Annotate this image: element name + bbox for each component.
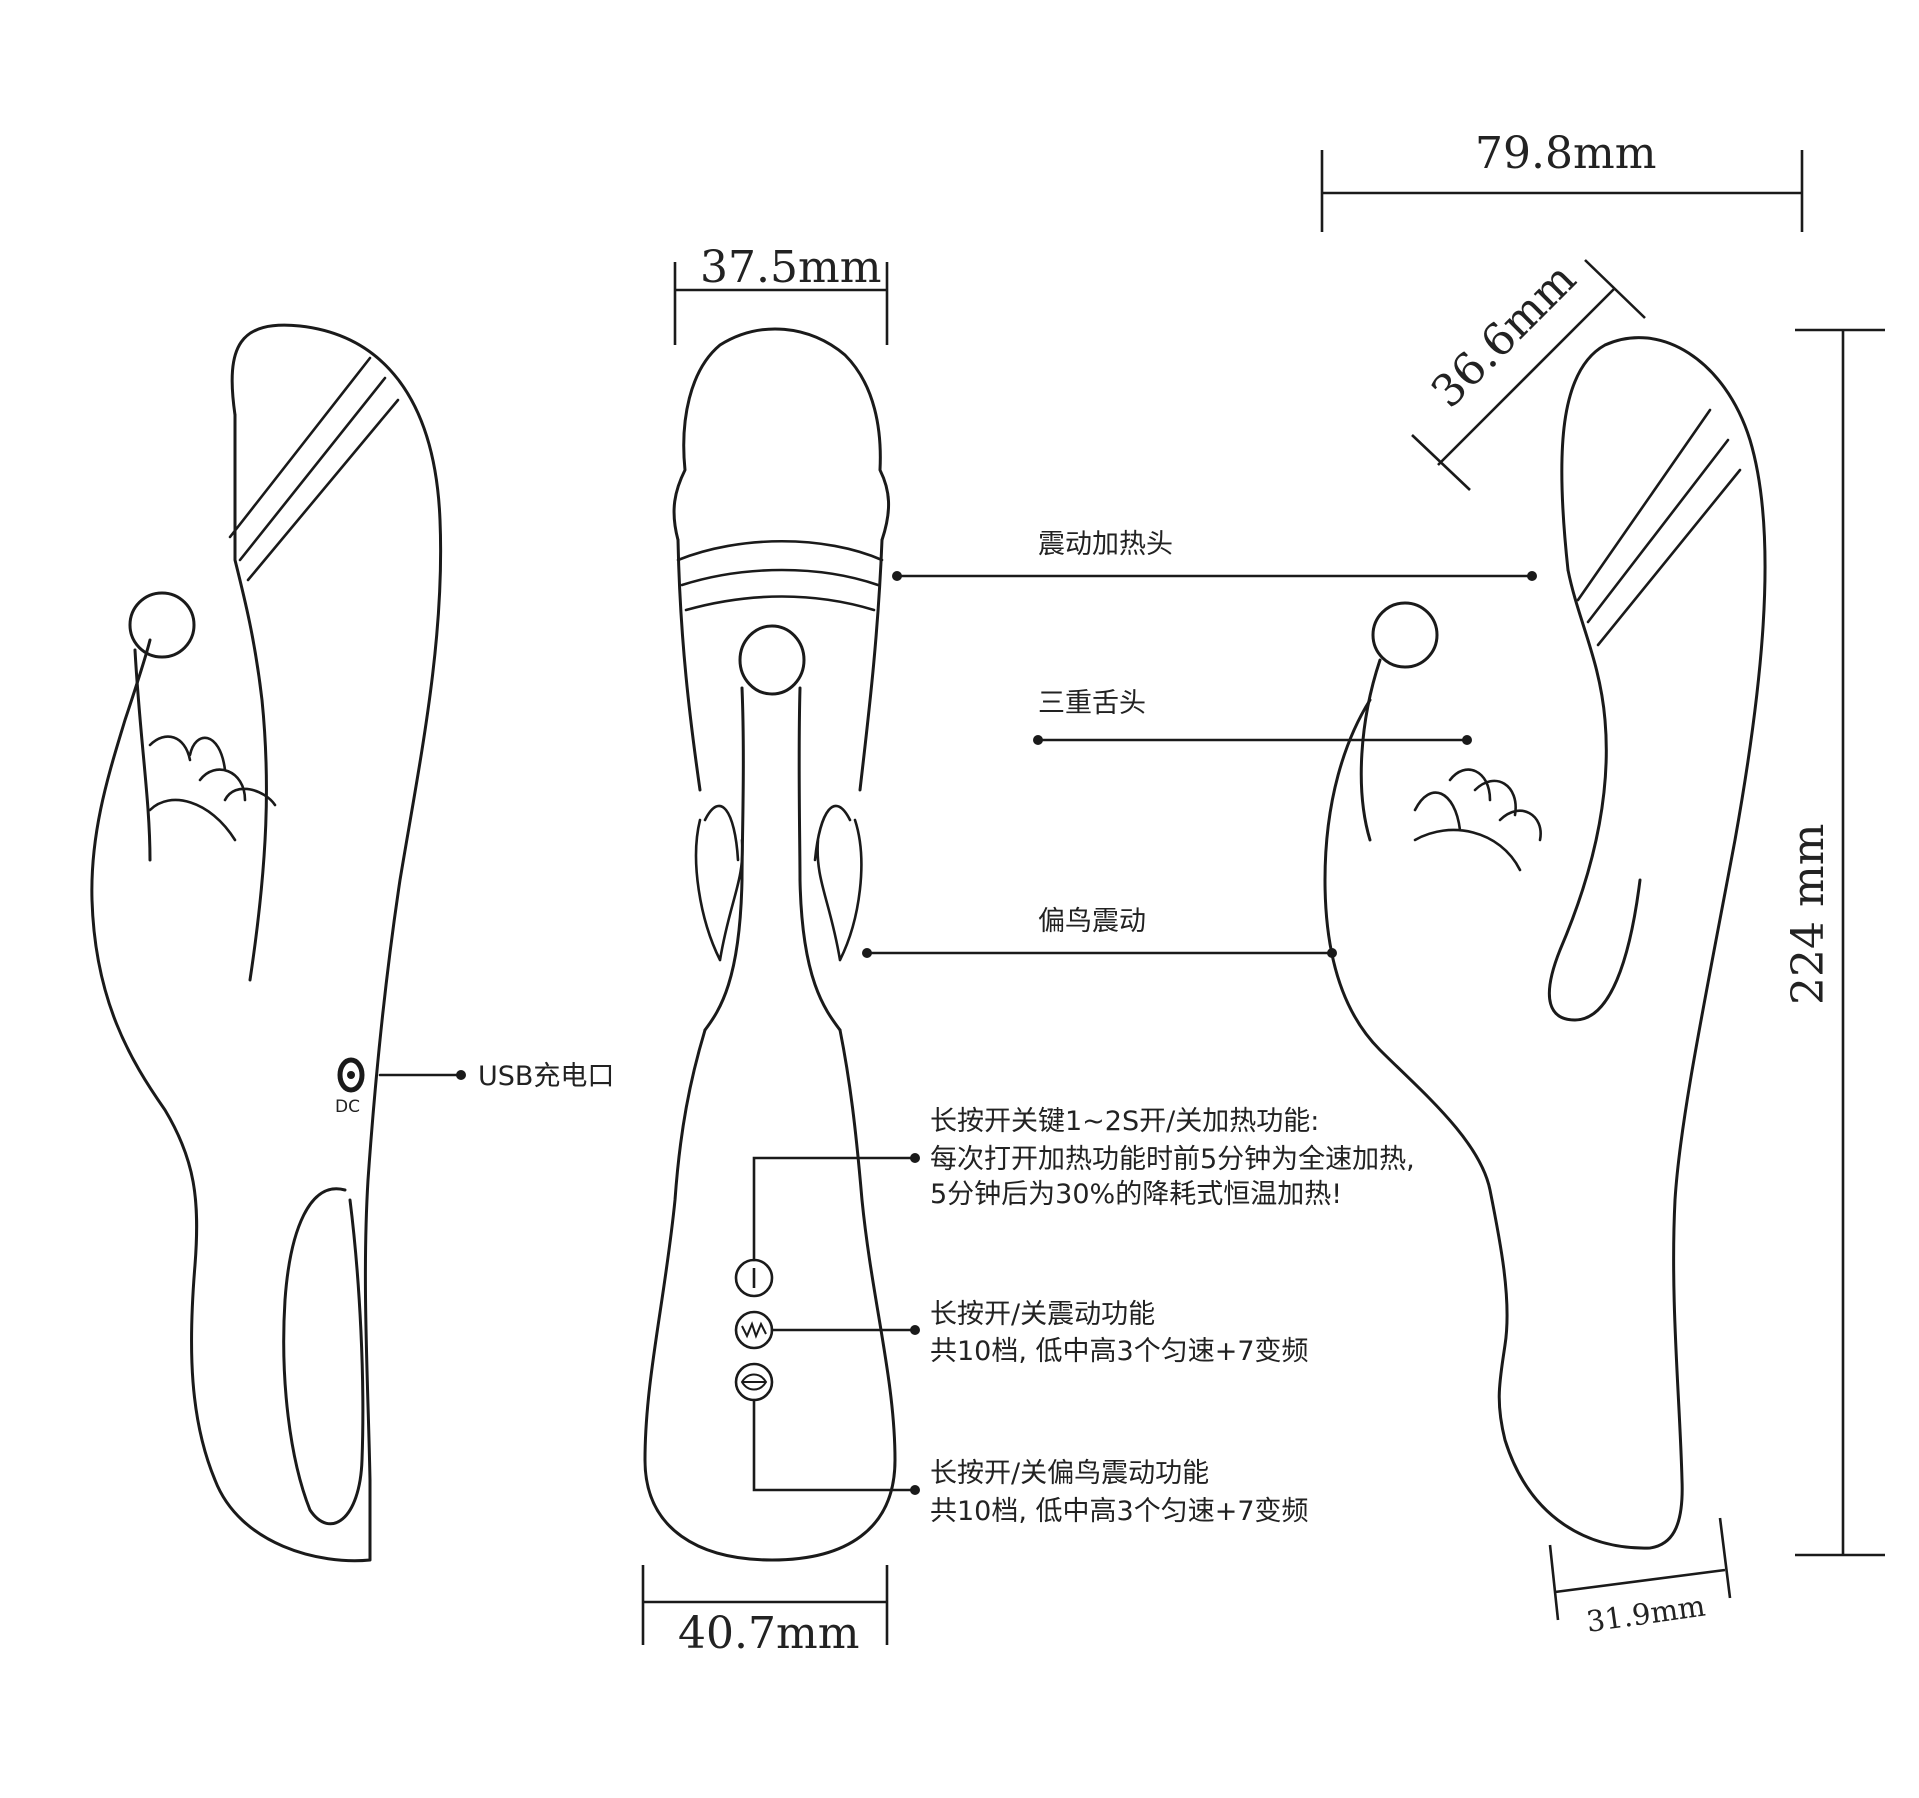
left-view: DC USB充电口 [90, 323, 614, 1563]
vibration-leader-dot [910, 1325, 920, 1335]
vibration-function-title: 长按开/关震动功能 [930, 1299, 1155, 1330]
bird-leader-dot [910, 1485, 920, 1495]
feature-callouts: 震动加热头 三重舌头 偏鸟震动 [862, 529, 1537, 958]
head-diagonal-label: 36.6mm [1422, 253, 1586, 417]
middle-leaves-left [694, 804, 744, 962]
bird-vibration-button[interactable] [734, 1362, 774, 1402]
bird-function-line1: 共10档, 低中高3个匀速+7变频 [930, 1496, 1309, 1527]
right-base-label: 31.9mm [1584, 1589, 1707, 1639]
middle-bird-head [738, 624, 806, 696]
bird-leader-line [752, 1398, 914, 1492]
right-bird-head [1371, 601, 1439, 669]
middle-shaft-left [676, 538, 702, 792]
usb-port-label: USB充电口 [478, 1061, 614, 1092]
right-bird-arm [1359, 658, 1382, 842]
middle-ring-3 [684, 595, 876, 612]
left-head-ring-1 [228, 356, 372, 539]
usb-leader-dot [456, 1070, 466, 1080]
function-descriptions: 长按开关键1~2S开/关加热功能: 每次打开加热功能时前5分钟为全速加热, 5分… [930, 1106, 1415, 1527]
right-head-ring-1 [1576, 408, 1712, 602]
bird-leader-dot-left [862, 948, 872, 958]
left-handle-loop [282, 1187, 365, 1526]
left-bird-arm [133, 648, 152, 862]
middle-shaft-right [858, 538, 884, 792]
power-function-title: 长按开关键1~2S开/关加热功能: [930, 1106, 1319, 1137]
dc-label: DC [335, 1097, 360, 1117]
right-head-ring-3 [1596, 468, 1742, 647]
right-base-dim-tick-1 [1548, 1544, 1560, 1621]
left-leaves [148, 735, 277, 842]
triple-tongue-label: 三重舌头 [1038, 688, 1146, 719]
middle-head-outline [672, 327, 891, 542]
bird-vibration-label: 偏鸟震动 [1038, 906, 1146, 937]
right-neck [1547, 568, 1642, 1022]
heating-leader-dot-right [1527, 571, 1537, 581]
tongue-leader-dot-right [1462, 735, 1472, 745]
heating-leader-dot-left [892, 571, 902, 581]
bird-function-title: 长按开/关偏鸟震动功能 [930, 1458, 1209, 1489]
power-leader-dot [910, 1153, 920, 1163]
right-view: 79.8mm 36.6mm 224 mm 31.9mm [1320, 128, 1885, 1639]
middle-leaves-right [813, 804, 863, 962]
power-leader-line [752, 1156, 914, 1262]
right-head-ring-2 [1586, 438, 1730, 624]
middle-view: 37.5mm 40.7mm [641, 242, 920, 1659]
power-function-line1: 每次打开加热功能时前5分钟为全速加热, [930, 1144, 1415, 1175]
head-diag-dim-tick-2 [1584, 259, 1646, 319]
head-diag-dim-tick-1 [1411, 434, 1471, 491]
left-head-ring-3 [246, 398, 400, 582]
right-base-dim-tick-2 [1718, 1517, 1732, 1599]
vibration-function-line1: 共10档, 低中高3个匀速+7变频 [930, 1336, 1309, 1367]
right-body-outline [1323, 336, 1767, 1550]
middle-bird-neck [703, 686, 842, 1032]
height-label: 224 mm [1783, 824, 1834, 1005]
middle-handle-outline [643, 1028, 897, 1562]
heating-head-label: 震动加热头 [1038, 529, 1173, 560]
left-bird-head [128, 591, 196, 659]
vibration-button[interactable] [734, 1310, 774, 1350]
left-neck [233, 413, 268, 982]
right-leaves [1413, 768, 1542, 872]
base-width-label: 40.7mm [678, 1608, 859, 1659]
right-base-dim-line [1554, 1568, 1726, 1594]
left-body-outline [90, 323, 443, 1563]
head-width-label: 37.5mm [700, 242, 881, 293]
tongue-leader-dot-left [1033, 735, 1043, 745]
dc-port-icon [337, 1057, 365, 1093]
left-head-ring-2 [238, 376, 387, 562]
power-function-line2: 5分钟后为30%的降耗式恒温加热! [930, 1179, 1342, 1210]
middle-ring-2 [680, 568, 880, 587]
power-button[interactable] [734, 1258, 774, 1298]
middle-ring-1 [676, 540, 884, 562]
top-width-label: 79.8mm [1475, 128, 1656, 179]
head-diag-dim-line [1437, 287, 1616, 466]
